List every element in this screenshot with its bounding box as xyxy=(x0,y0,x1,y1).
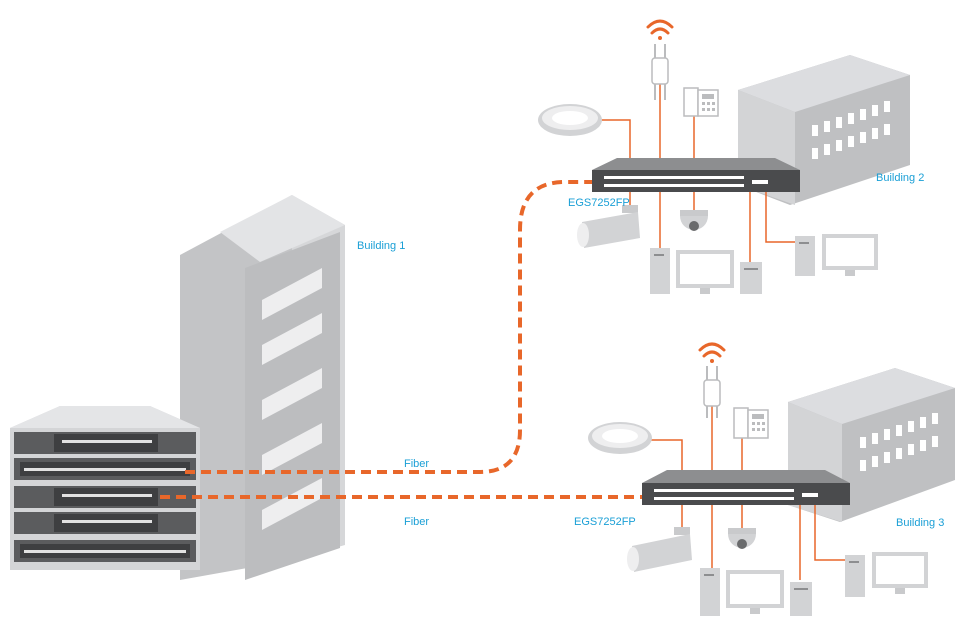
desktop-tower-icon xyxy=(740,262,762,294)
monitor-icon xyxy=(872,552,928,594)
building-3-label: Building 3 xyxy=(896,517,945,529)
desktop-tower-icon xyxy=(795,236,815,276)
dome-camera-icon xyxy=(680,210,708,231)
access-point-icon xyxy=(651,44,669,100)
fiber-label-top: Fiber xyxy=(404,458,430,470)
bullet-camera-icon xyxy=(577,205,640,248)
desktop-tower-icon xyxy=(700,568,720,616)
desktop-tower-icon xyxy=(650,248,670,294)
desktop-tower-icon xyxy=(790,582,812,616)
site2-cabling xyxy=(600,80,800,262)
desktop-tower-icon xyxy=(845,555,865,597)
switch-top xyxy=(592,158,800,192)
building-1 xyxy=(180,195,345,580)
building-1-label: Building 1 xyxy=(357,240,406,252)
wifi-icon xyxy=(698,342,726,363)
monitor-icon xyxy=(822,234,878,276)
switch-bottom-label: EGS7252FP xyxy=(574,516,636,528)
fiber-link-top xyxy=(185,180,596,474)
access-point-icon xyxy=(703,366,721,418)
building-2-label: Building 2 xyxy=(876,172,925,184)
fiber-label-bottom: Fiber xyxy=(404,516,430,528)
ip-phone-icon xyxy=(733,407,769,439)
monitor-icon xyxy=(726,570,784,614)
wifi-icon xyxy=(646,19,674,40)
ceiling-ap-icon xyxy=(538,104,602,136)
core-switch-rack xyxy=(10,406,200,570)
bullet-camera-icon xyxy=(627,527,692,572)
ceiling-ap-icon xyxy=(588,422,652,454)
monitor-icon xyxy=(676,250,734,294)
switch-bottom xyxy=(642,470,850,505)
dome-camera-icon xyxy=(728,528,756,549)
switch-top-label: EGS7252FP xyxy=(568,197,630,209)
ip-phone-icon xyxy=(683,87,719,117)
